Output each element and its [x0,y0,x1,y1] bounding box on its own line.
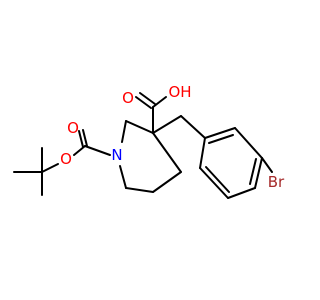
bond-c2-n [121,120,127,143]
ring-bond-6 [199,137,206,169]
bond-n-c6 [119,165,127,189]
bond-cooh-double-o-a [135,96,152,109]
ring-bond-5 [199,167,229,199]
ring-bond-1 [204,127,236,139]
bond-cooh-oh [152,96,167,108]
bond-c3-ch2 [152,115,182,134]
bond-n-carbonyl [84,145,111,156]
bond-c5-c4 [152,171,182,193]
acid-carbonyl-oxygen-label: O [122,89,134,107]
ring-nitrogen-label: N [111,146,122,164]
boc-carbonyl-oxygen-label: O [67,119,79,137]
bond-aryl-br [261,157,273,173]
bromine-label: Br [268,173,285,191]
acid-hydroxyl-label: OH [168,83,191,101]
bond-c3-c2 [125,120,154,134]
bond-c4-c3 [152,132,182,173]
ring-bond-2 [234,127,263,159]
bond-ch2-aryl [180,115,206,139]
bond-ester-o-tbu [41,163,59,173]
ring-bond-1-inner [208,134,234,144]
piperidine-ring [119,120,182,193]
ring-bond-4 [227,187,256,199]
bond-carbonyl-double-o-a [78,130,84,148]
bond-carbonyl-double-o-b [82,129,88,147]
bond-carbonyl-ester-o [73,145,86,156]
ester-oxygen-label: O [60,150,72,168]
boc-group [13,129,111,196]
ring-bond-5-inner [205,166,230,193]
ring-bond-3-inner [249,158,257,185]
ring-bond-3 [254,157,263,189]
bond-cooh-double-o-b [139,92,156,105]
benzyl-group [152,115,273,199]
structure-drawing: OH O N O O Br [13,83,285,199]
carboxylic-acid-group [135,92,167,134]
bond-c6-c5 [125,187,154,193]
molecule-canvas: OH O N O O Br [13,83,286,199]
